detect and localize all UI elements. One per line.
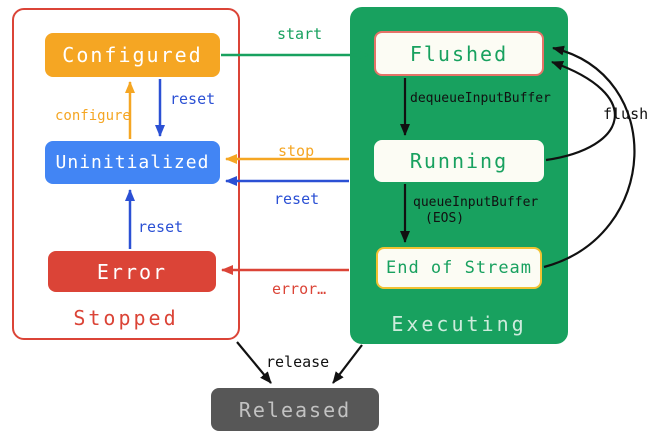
label-reset-executing: reset (274, 190, 320, 208)
label-start: start (277, 25, 323, 43)
group-stopped-label: Stopped (73, 306, 179, 330)
label-reset-error: reset (138, 218, 184, 236)
state-released: Released (211, 388, 379, 431)
state-end-of-stream: End of Stream (376, 247, 542, 289)
state-uninitialized: Uninitialized (45, 141, 220, 184)
state-error: Error (48, 251, 216, 292)
label-stop: stop (278, 142, 315, 160)
label-reset-configured: reset (170, 90, 216, 108)
label-dequeue-input-buffer: dequeueInputBuffer (410, 91, 551, 106)
label-configure: configure (55, 108, 131, 124)
group-executing-label: Executing (391, 312, 527, 336)
label-error: error… (272, 280, 327, 298)
label-release: release (266, 353, 330, 371)
label-queue-input-buffer-eos: (EOS) (425, 211, 465, 226)
state-configured: Configured (45, 33, 220, 77)
arrow-release-from-executing (332, 344, 363, 384)
label-queue-input-buffer: queueInputBuffer (413, 195, 539, 210)
state-running: Running (374, 140, 544, 182)
label-flush: flush (603, 105, 649, 123)
state-flushed: Flushed (374, 31, 544, 76)
